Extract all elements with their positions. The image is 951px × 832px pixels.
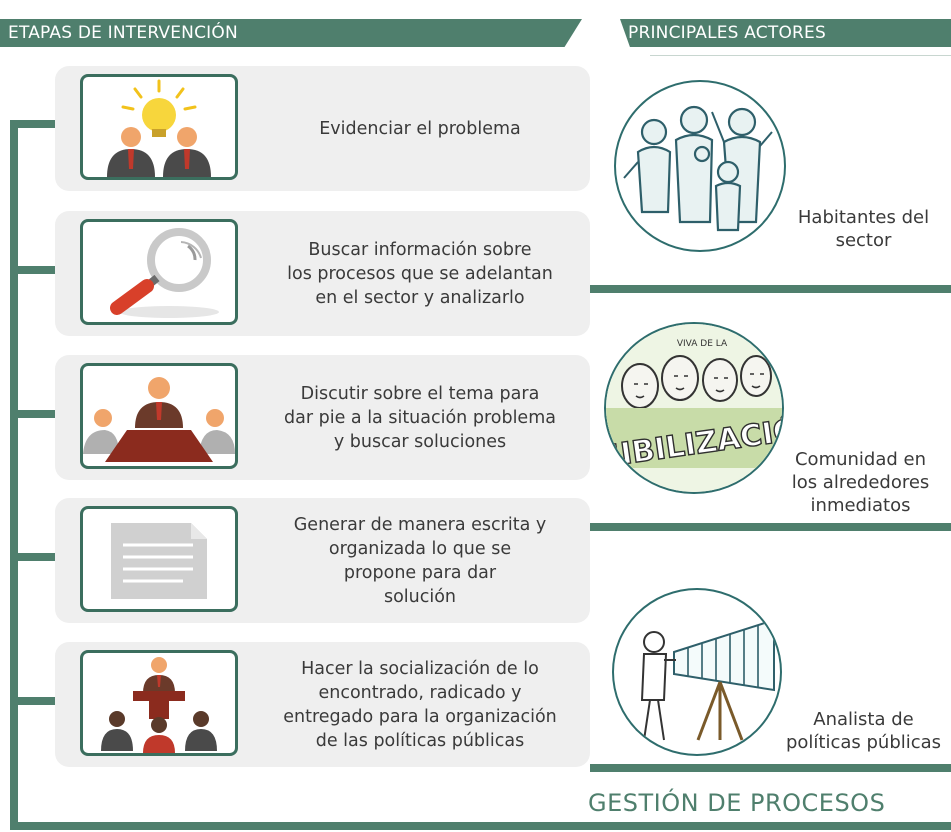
stage-3-text: Discutir sobre el tema para dar pie a la… (284, 383, 556, 452)
speaker-audience-icon (80, 650, 238, 756)
stage-2: Buscar información sobre los procesos qu… (55, 211, 590, 336)
stages-header: ETAPAS DE INTERVENCIÓN (0, 19, 582, 47)
stage-4: Generar de manera escrita y organizada l… (55, 498, 590, 623)
telescope-sketch-icon (612, 588, 782, 756)
idea-lightbulb-icon (80, 74, 238, 180)
stage-4-text: Generar de manera escrita y organizada l… (293, 514, 547, 607)
stage-1-text: Evidenciar el problema (319, 118, 521, 139)
visibilizacion-sketch-icon: VIVA DE LA VISIBILIZACIÓN (604, 322, 784, 494)
process-management-title: GESTIÓN DE PROCESOS (588, 789, 886, 817)
actor-1-label: Habitantes del sector (797, 207, 930, 251)
separator-3 (590, 764, 951, 772)
stage-2-text: Buscar información sobre los procesos qu… (287, 239, 553, 308)
separator-1 (590, 285, 951, 293)
stage-3: Discutir sobre el tema para dar pie a la… (55, 355, 590, 480)
document-icon (80, 506, 238, 612)
actor-3-label: Analista de políticas públicas (785, 709, 942, 753)
arrow-shaft-2 (10, 266, 58, 274)
actors-header: PRINCIPALES ACTORES (620, 19, 951, 47)
magnifier-icon (80, 219, 238, 325)
stage-1: Evidenciar el problema (55, 66, 590, 191)
arrow-shaft-4 (10, 553, 58, 561)
flow-bottom-bar (10, 822, 951, 830)
meeting-table-icon (80, 363, 238, 469)
flow-vertical-bar (10, 120, 18, 830)
svg-text:VIVA DE LA: VIVA DE LA (677, 339, 728, 349)
arrow-shaft-5 (10, 697, 58, 705)
stage-5-text: Hacer la socialización de lo encontrado,… (283, 658, 557, 751)
arrow-shaft-1 (10, 120, 58, 128)
separator-2 (590, 523, 951, 531)
header-rule (650, 55, 951, 56)
stage-5: Hacer la socialización de lo encontrado,… (55, 642, 590, 767)
arrow-shaft-3 (10, 410, 58, 418)
actor-2-label: Comunidad en los alrededores inmediatos (791, 449, 930, 516)
family-sketch-icon (614, 80, 786, 252)
